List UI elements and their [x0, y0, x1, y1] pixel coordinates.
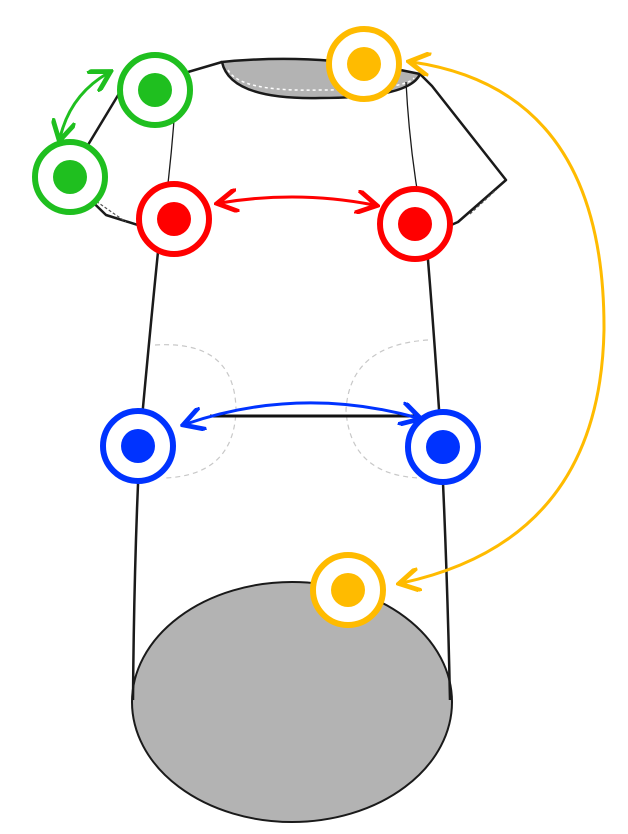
- keypoint-green-2: [32, 139, 108, 215]
- red-arrow: [220, 197, 374, 205]
- keypoint-yellow-2: [310, 552, 386, 628]
- yellow-arrow: [402, 62, 606, 583]
- keypoint-green-1: [117, 52, 193, 128]
- keypoint-red-2: [377, 186, 453, 262]
- green-arrow: [60, 73, 108, 138]
- neck-stitching: [227, 69, 415, 91]
- hem-shape: [131, 581, 453, 823]
- keypoint-blue-1: [100, 408, 176, 484]
- keypoint-yellow-1: [326, 26, 402, 102]
- blue-arrow: [186, 401, 418, 424]
- keypoint-blue-2: [405, 409, 481, 485]
- keypoint-red-1: [136, 181, 212, 257]
- sleeve-hem-stitching: [79, 189, 497, 223]
